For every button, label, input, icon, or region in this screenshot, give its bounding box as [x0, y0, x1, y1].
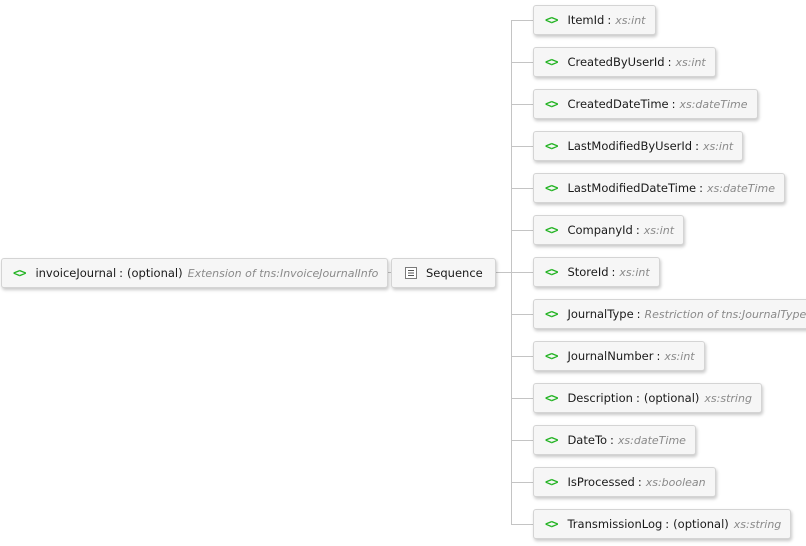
child-element-name: LastModifiedDateTime: [567, 181, 697, 195]
child-element-node[interactable]: <> JournalType:Restriction of tns:Journal…: [533, 299, 806, 329]
child-element-name: CompanyId: [567, 223, 633, 237]
child-element-node[interactable]: <> LastModifiedByUserId:xs:int: [533, 131, 744, 161]
element-icon: <>: [545, 349, 558, 363]
child-element-name: StoreId: [567, 265, 609, 279]
root-separator: :: [119, 266, 124, 280]
child-branch: [511, 356, 533, 357]
child-type: xs:string: [733, 517, 782, 531]
child-type: xs:int: [643, 223, 675, 237]
child-type: xs:int: [615, 13, 646, 27]
child-element-node[interactable]: <> TransmissionLog:(optional) xs:string: [533, 509, 792, 539]
sequence-icon: [405, 267, 417, 279]
child-separator: :: [637, 475, 642, 489]
child-optional: (optional): [643, 391, 700, 405]
child-separator: :: [607, 13, 612, 27]
child-element-name: CreatedByUserId: [567, 55, 665, 69]
child-type: xs:string: [704, 391, 752, 405]
element-icon: <>: [545, 181, 558, 195]
child-branch: [511, 272, 533, 273]
child-optional: (optional): [673, 517, 729, 531]
child-element-node[interactable]: <> StoreId:xs:int: [533, 257, 660, 287]
root-optional: (optional): [127, 266, 183, 280]
child-type: xs:int: [619, 265, 650, 279]
child-branch: [511, 524, 533, 525]
element-icon: <>: [545, 97, 558, 111]
child-element-name: IsProcessed: [567, 475, 635, 489]
child-type: xs:int: [664, 349, 695, 363]
element-icon: <>: [545, 391, 558, 405]
child-element-name: DateTo: [567, 433, 608, 447]
child-branch: [511, 104, 533, 105]
child-separator: :: [667, 55, 672, 69]
root-element-name: invoiceJournal: [35, 266, 117, 280]
child-branch: [511, 482, 533, 483]
child-type: xs:int: [702, 139, 734, 153]
child-element-node[interactable]: <> CreatedByUserId:xs:int: [533, 47, 716, 77]
child-element-node[interactable]: <> CreatedDateTime:xs:dateTime: [533, 89, 758, 119]
root-type: Extension of tns:InvoiceJournalInfo: [187, 266, 379, 280]
child-element-name: LastModifiedByUserId: [567, 139, 693, 153]
child-separator: :: [695, 139, 699, 153]
child-type: xs:dateTime: [679, 97, 748, 111]
child-separator: :: [611, 265, 616, 279]
element-icon: <>: [545, 517, 558, 531]
child-separator: :: [699, 181, 703, 195]
element-icon: <>: [545, 223, 558, 237]
element-icon: <>: [545, 13, 558, 27]
child-type: xs:dateTime: [617, 433, 686, 447]
child-separator: :: [610, 433, 614, 447]
child-branch: [511, 230, 533, 231]
child-type: xs:int: [675, 55, 706, 69]
child-element-node[interactable]: <> JournalNumber:xs:int: [533, 341, 705, 371]
element-icon: <>: [545, 475, 558, 489]
element-icon: <>: [545, 307, 558, 321]
child-element-name: TransmissionLog: [567, 517, 663, 531]
child-element-name: JournalNumber: [567, 349, 654, 363]
child-separator: :: [636, 307, 641, 321]
child-branch: [511, 20, 533, 21]
child-element-node[interactable]: <> ItemId:xs:int: [533, 5, 656, 35]
child-separator: :: [635, 223, 640, 237]
child-branch: [511, 314, 533, 315]
child-element-name: CreatedDateTime: [567, 97, 669, 111]
element-icon: <>: [545, 265, 558, 279]
child-element-node[interactable]: <> IsProcessed:xs:boolean: [533, 467, 716, 497]
child-separator: :: [671, 97, 676, 111]
child-element-name: JournalType: [567, 307, 634, 321]
child-type: xs:dateTime: [706, 181, 775, 195]
child-separator: :: [635, 391, 640, 405]
element-icon: <>: [545, 433, 558, 447]
child-branch: [511, 398, 533, 399]
root-element-node[interactable]: <> invoiceJournal : (optional) Extension…: [1, 258, 389, 288]
element-icon: <>: [13, 266, 26, 280]
child-element-node[interactable]: <> LastModifiedDateTime:xs:dateTime: [533, 173, 785, 203]
sequence-node[interactable]: Sequence: [391, 258, 496, 288]
child-type: xs:boolean: [645, 475, 706, 489]
sequence-label: Sequence: [426, 266, 483, 280]
child-type: Restriction of tns:JournalType: [644, 307, 806, 321]
child-separator: :: [656, 349, 661, 363]
child-element-name: ItemId: [567, 13, 605, 27]
child-branch: [511, 188, 533, 189]
child-branch: [511, 146, 533, 147]
child-branch: [511, 62, 533, 63]
child-element-node[interactable]: <> DateTo:xs:dateTime: [533, 425, 696, 455]
child-branch: [511, 440, 533, 441]
sequence-connector: [490, 272, 512, 273]
element-icon: <>: [545, 139, 558, 153]
child-element-node[interactable]: <> CompanyId:xs:int: [533, 215, 685, 245]
child-separator: :: [665, 517, 670, 531]
element-icon: <>: [545, 55, 558, 69]
child-element-node[interactable]: <> Description:(optional) xs:string: [533, 383, 762, 413]
child-element-name: Description: [567, 391, 633, 405]
